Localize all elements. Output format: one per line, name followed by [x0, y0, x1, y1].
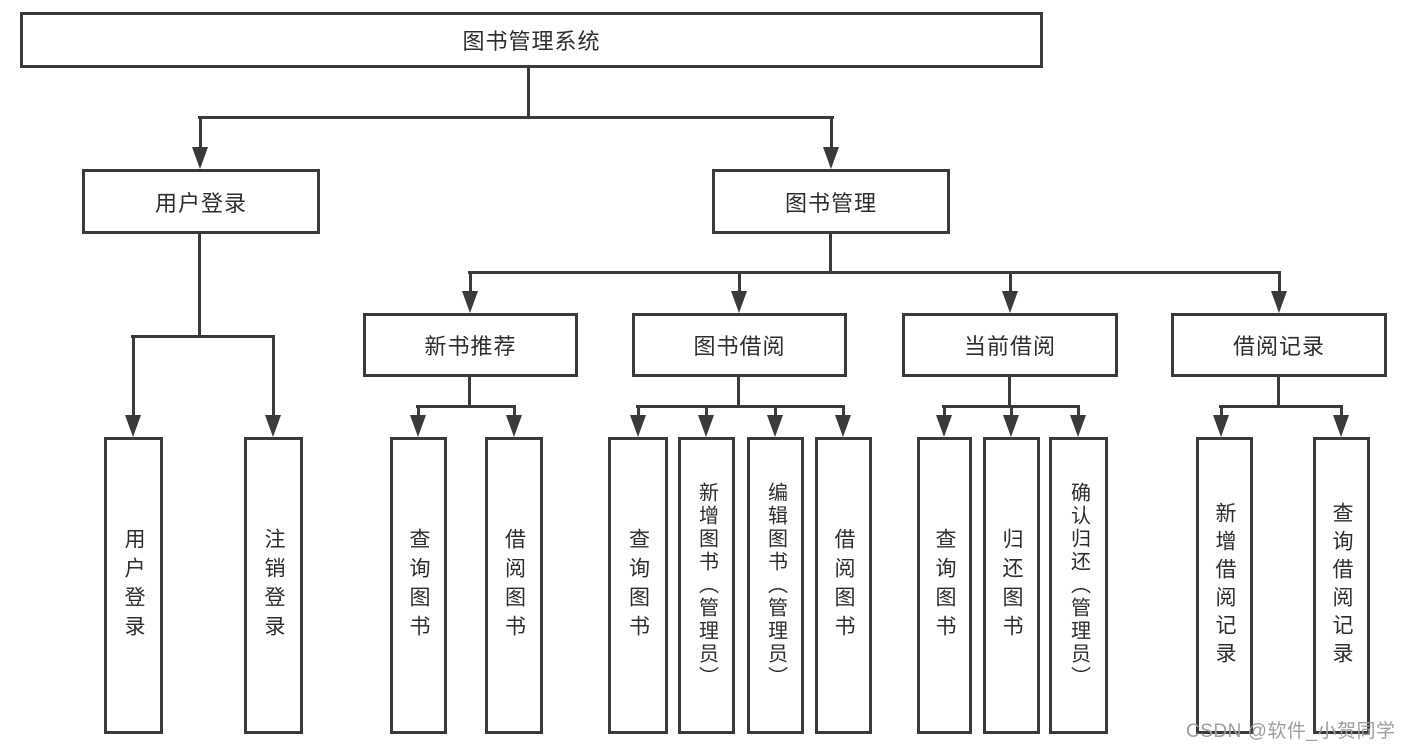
node-label: 新书推荐	[424, 334, 517, 359]
arrow-br-add-record	[1213, 405, 1229, 437]
connector-root-drop	[527, 67, 530, 118]
arrow-to-book-management	[823, 116, 839, 169]
connector-bb-drop	[737, 376, 740, 408]
node-label: 借阅记录	[1232, 334, 1325, 359]
connector-book-mgmt-drop	[829, 232, 832, 274]
connector-user-login-drop	[198, 232, 201, 338]
connector-user-login-bar	[131, 335, 275, 338]
arrow-bb-edit-books	[767, 405, 783, 437]
node-label: 注销登录	[262, 527, 285, 644]
node-label: 确认归还（管理员）	[1067, 482, 1090, 689]
node-label: 归还图书	[1000, 527, 1023, 644]
connector-bb-bar	[636, 405, 845, 408]
leaf-query-borrow-record: 查询借阅记录	[1313, 437, 1370, 734]
node-label: 借阅图书	[832, 527, 855, 644]
arrow-to-current-borrow	[1002, 271, 1018, 313]
arrow-bb-borrow-books	[835, 405, 851, 437]
node-label: 查询图书	[407, 527, 430, 644]
leaf-user-login: 用户登录	[104, 437, 163, 734]
node-label: 用户登录	[154, 190, 247, 216]
leaf-add-borrow-record: 新增借阅记录	[1196, 437, 1253, 734]
arrow-cb-return-books	[1003, 405, 1019, 437]
node-label: 查询借阅记录	[1330, 501, 1353, 670]
arrow-to-borrow-records	[1271, 271, 1287, 313]
connector-cb-drop	[1008, 376, 1011, 408]
node-borrow-records: 借阅记录	[1171, 313, 1387, 377]
leaf-query-books-recommend: 查询图书	[390, 437, 447, 734]
leaf-return-books: 归还图书	[983, 437, 1040, 734]
connector-br-bar	[1219, 405, 1343, 408]
arrow-cb-query-books	[936, 405, 952, 437]
node-label: 图书管理	[784, 190, 877, 216]
leaf-logout-login: 注销登录	[244, 437, 303, 734]
node-book-management: 图书管理	[712, 169, 950, 234]
arrow-to-logout-leaf	[265, 335, 281, 437]
leaf-query-books-current: 查询图书	[917, 437, 972, 734]
node-label: 借阅图书	[502, 527, 526, 644]
connector-root-bar	[198, 116, 834, 119]
leaf-borrow-books-recommend: 借阅图书	[485, 437, 543, 734]
node-label: 查询图书	[626, 527, 650, 644]
node-label: 图书借阅	[693, 334, 786, 359]
node-label: 用户登录	[122, 527, 145, 644]
arrow-to-new-book-recommend	[462, 271, 478, 313]
leaf-query-books-borrow: 查询图书	[608, 437, 668, 734]
arrow-bb-add-books	[698, 405, 714, 437]
leaf-add-books-admin: 新增图书（管理员）	[678, 437, 735, 734]
node-label: 图书管理系统	[462, 29, 601, 54]
leaf-edit-books-admin: 编辑图书（管理员）	[747, 437, 804, 734]
arrow-nbr-borrow-books	[506, 405, 522, 437]
node-library-system-root: 图书管理系统	[20, 12, 1043, 68]
connector-book-mgmt-bar	[468, 271, 1281, 274]
arrow-to-book-borrow	[731, 271, 747, 313]
connector-nbr-drop	[468, 376, 471, 408]
connector-nbr-bar	[416, 405, 516, 408]
arrow-to-user-login	[192, 116, 208, 169]
node-user-login: 用户登录	[82, 169, 320, 234]
node-book-borrow: 图书借阅	[632, 313, 847, 377]
arrow-to-login-leaf	[125, 335, 141, 437]
node-label: 编辑图书（管理员）	[764, 482, 787, 689]
arrow-cb-confirm-return	[1070, 405, 1086, 437]
node-label: 新增借阅记录	[1213, 501, 1236, 670]
leaf-borrow-books: 借阅图书	[815, 437, 872, 734]
node-current-borrow: 当前借阅	[902, 313, 1118, 377]
arrow-nbr-query-books	[410, 405, 426, 437]
node-label: 当前借阅	[963, 334, 1056, 359]
node-new-book-recommend: 新书推荐	[363, 313, 578, 377]
node-label: 新增图书（管理员）	[695, 482, 718, 689]
arrow-bb-query-books	[630, 405, 646, 437]
connector-br-drop	[1277, 376, 1280, 408]
leaf-confirm-return-admin: 确认归还（管理员）	[1049, 437, 1108, 734]
csdn-watermark: CSDN @软件_小贺同学	[1186, 721, 1396, 742]
node-label: 查询图书	[933, 527, 956, 644]
arrow-br-query-record	[1333, 405, 1349, 437]
